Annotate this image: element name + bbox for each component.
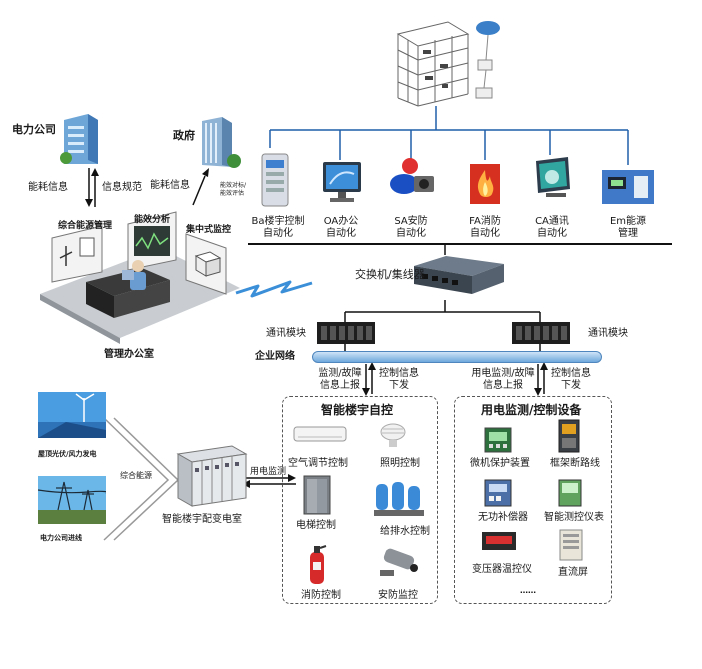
- fire-icon: [470, 164, 500, 204]
- smart-meter-icon: [558, 479, 582, 507]
- frame-breaker-icon: [558, 419, 580, 453]
- dc-panel-icon: [559, 529, 583, 561]
- switch-label: 交换机/集线器: [355, 268, 425, 281]
- management-office-illustration: [40, 211, 240, 344]
- energy-info-label-1: 能耗信息: [28, 182, 68, 193]
- grid-line-photo: [38, 476, 106, 524]
- government-building-icon: [202, 117, 241, 168]
- security-siren-icon: [390, 158, 434, 194]
- server-rack-icon: [396, 21, 500, 107]
- office-label: 管理办公室: [104, 349, 154, 360]
- power-item-meter: 智能测控仪表: [544, 512, 604, 523]
- enterprise-network-label: 企业网络: [255, 351, 295, 362]
- power-item-temp: 变压器温控仪: [472, 564, 532, 575]
- government-label: 政府: [173, 129, 195, 142]
- info-spec-label: 信息规范: [102, 182, 142, 193]
- substation-label: 智能楼宇配变电室: [162, 514, 242, 525]
- comm-module-left-icon: [317, 322, 375, 344]
- monitor-icon: [323, 162, 361, 202]
- network-switch-icon: [414, 256, 504, 294]
- power-monitor-flow-label: 用电监测: [250, 467, 287, 477]
- building-item-ac: 空气调节控制: [288, 458, 348, 469]
- power-monitoring-group: [454, 396, 612, 604]
- power-monitoring-title: 用电监测/控制设备: [481, 403, 582, 417]
- efficiency-note: 能效对标/ 能效评估: [220, 182, 247, 197]
- power-item-dc: 直流屏: [558, 567, 588, 578]
- system-label-em: Em能源管理: [609, 216, 647, 239]
- power-item-compensator: 无功补偿器: [478, 512, 528, 523]
- flow-down-left: 控制信息下发: [379, 368, 419, 391]
- system-label-ca: CA通讯自动化: [535, 216, 569, 239]
- central-monitor-label: 集中式监控: [186, 225, 232, 235]
- communication-screen-icon: [536, 157, 570, 197]
- comm-module-left-label: 通讯模块: [266, 328, 306, 339]
- power-item-relay: 微机保护装置: [470, 458, 530, 469]
- relay-protection-icon: [484, 427, 512, 453]
- system-label-sa: SA安防自动化: [394, 216, 428, 239]
- transformer-temp-icon: [482, 532, 516, 550]
- system-label-oa: OA办公自动化: [323, 216, 359, 239]
- security-camera-icon: [380, 548, 418, 576]
- power-item-breaker: 框架断路线: [550, 458, 600, 469]
- enterprise-network-bar: [312, 351, 602, 363]
- building-item-elevator: 电梯控制: [296, 520, 336, 531]
- more-indicator: ……: [520, 586, 536, 595]
- smart-building-title: 智能楼宇自控: [321, 403, 394, 417]
- system-label-fa: FA消防自动化: [469, 216, 501, 239]
- water-pump-icon: [374, 482, 424, 516]
- energy-analysis-label: 能效分析: [134, 215, 171, 225]
- power-company-label: 电力公司: [12, 123, 56, 136]
- flow-down-right: 控制信息下发: [551, 368, 591, 391]
- building-item-fire: 消防控制: [301, 590, 341, 601]
- smart-building-group: [282, 396, 438, 604]
- energy-info-label-2: 能耗信息: [150, 180, 190, 191]
- system-label-ba: Ba楼宇控制自动化: [251, 216, 305, 239]
- flow-up-left: 监测/故障信息上报: [318, 368, 362, 391]
- reactive-compensator-icon: [484, 479, 512, 507]
- switchgear-cabinet-icon: [176, 445, 248, 507]
- solar-wind-label: 屋顶光伏/风力发电: [38, 450, 97, 458]
- office-building-icon: [60, 114, 98, 164]
- air-conditioner-icon: [293, 426, 347, 442]
- flow-up-right: 用电监测/故障信息上报: [471, 368, 535, 391]
- energy-meter-icon: [602, 170, 654, 204]
- building-item-security: 安防监控: [378, 590, 418, 601]
- integrated-energy-label: 综合能源管理: [58, 221, 113, 231]
- comm-module-right-icon: [512, 322, 570, 344]
- integrated-energy-flow-label: 综合能源: [120, 471, 152, 480]
- solar-wind-photo: [38, 392, 106, 438]
- light-bulb-icon: [380, 423, 406, 447]
- building-item-water: 给排水控制: [380, 526, 430, 537]
- fire-extinguisher-icon: [310, 545, 327, 584]
- server-tower-icon: [261, 153, 289, 207]
- comm-module-right-label: 通讯模块: [588, 328, 628, 339]
- elevator-icon: [303, 475, 331, 515]
- building-item-lighting: 照明控制: [380, 458, 420, 469]
- grid-in-label: 电力公司进线: [40, 534, 82, 542]
